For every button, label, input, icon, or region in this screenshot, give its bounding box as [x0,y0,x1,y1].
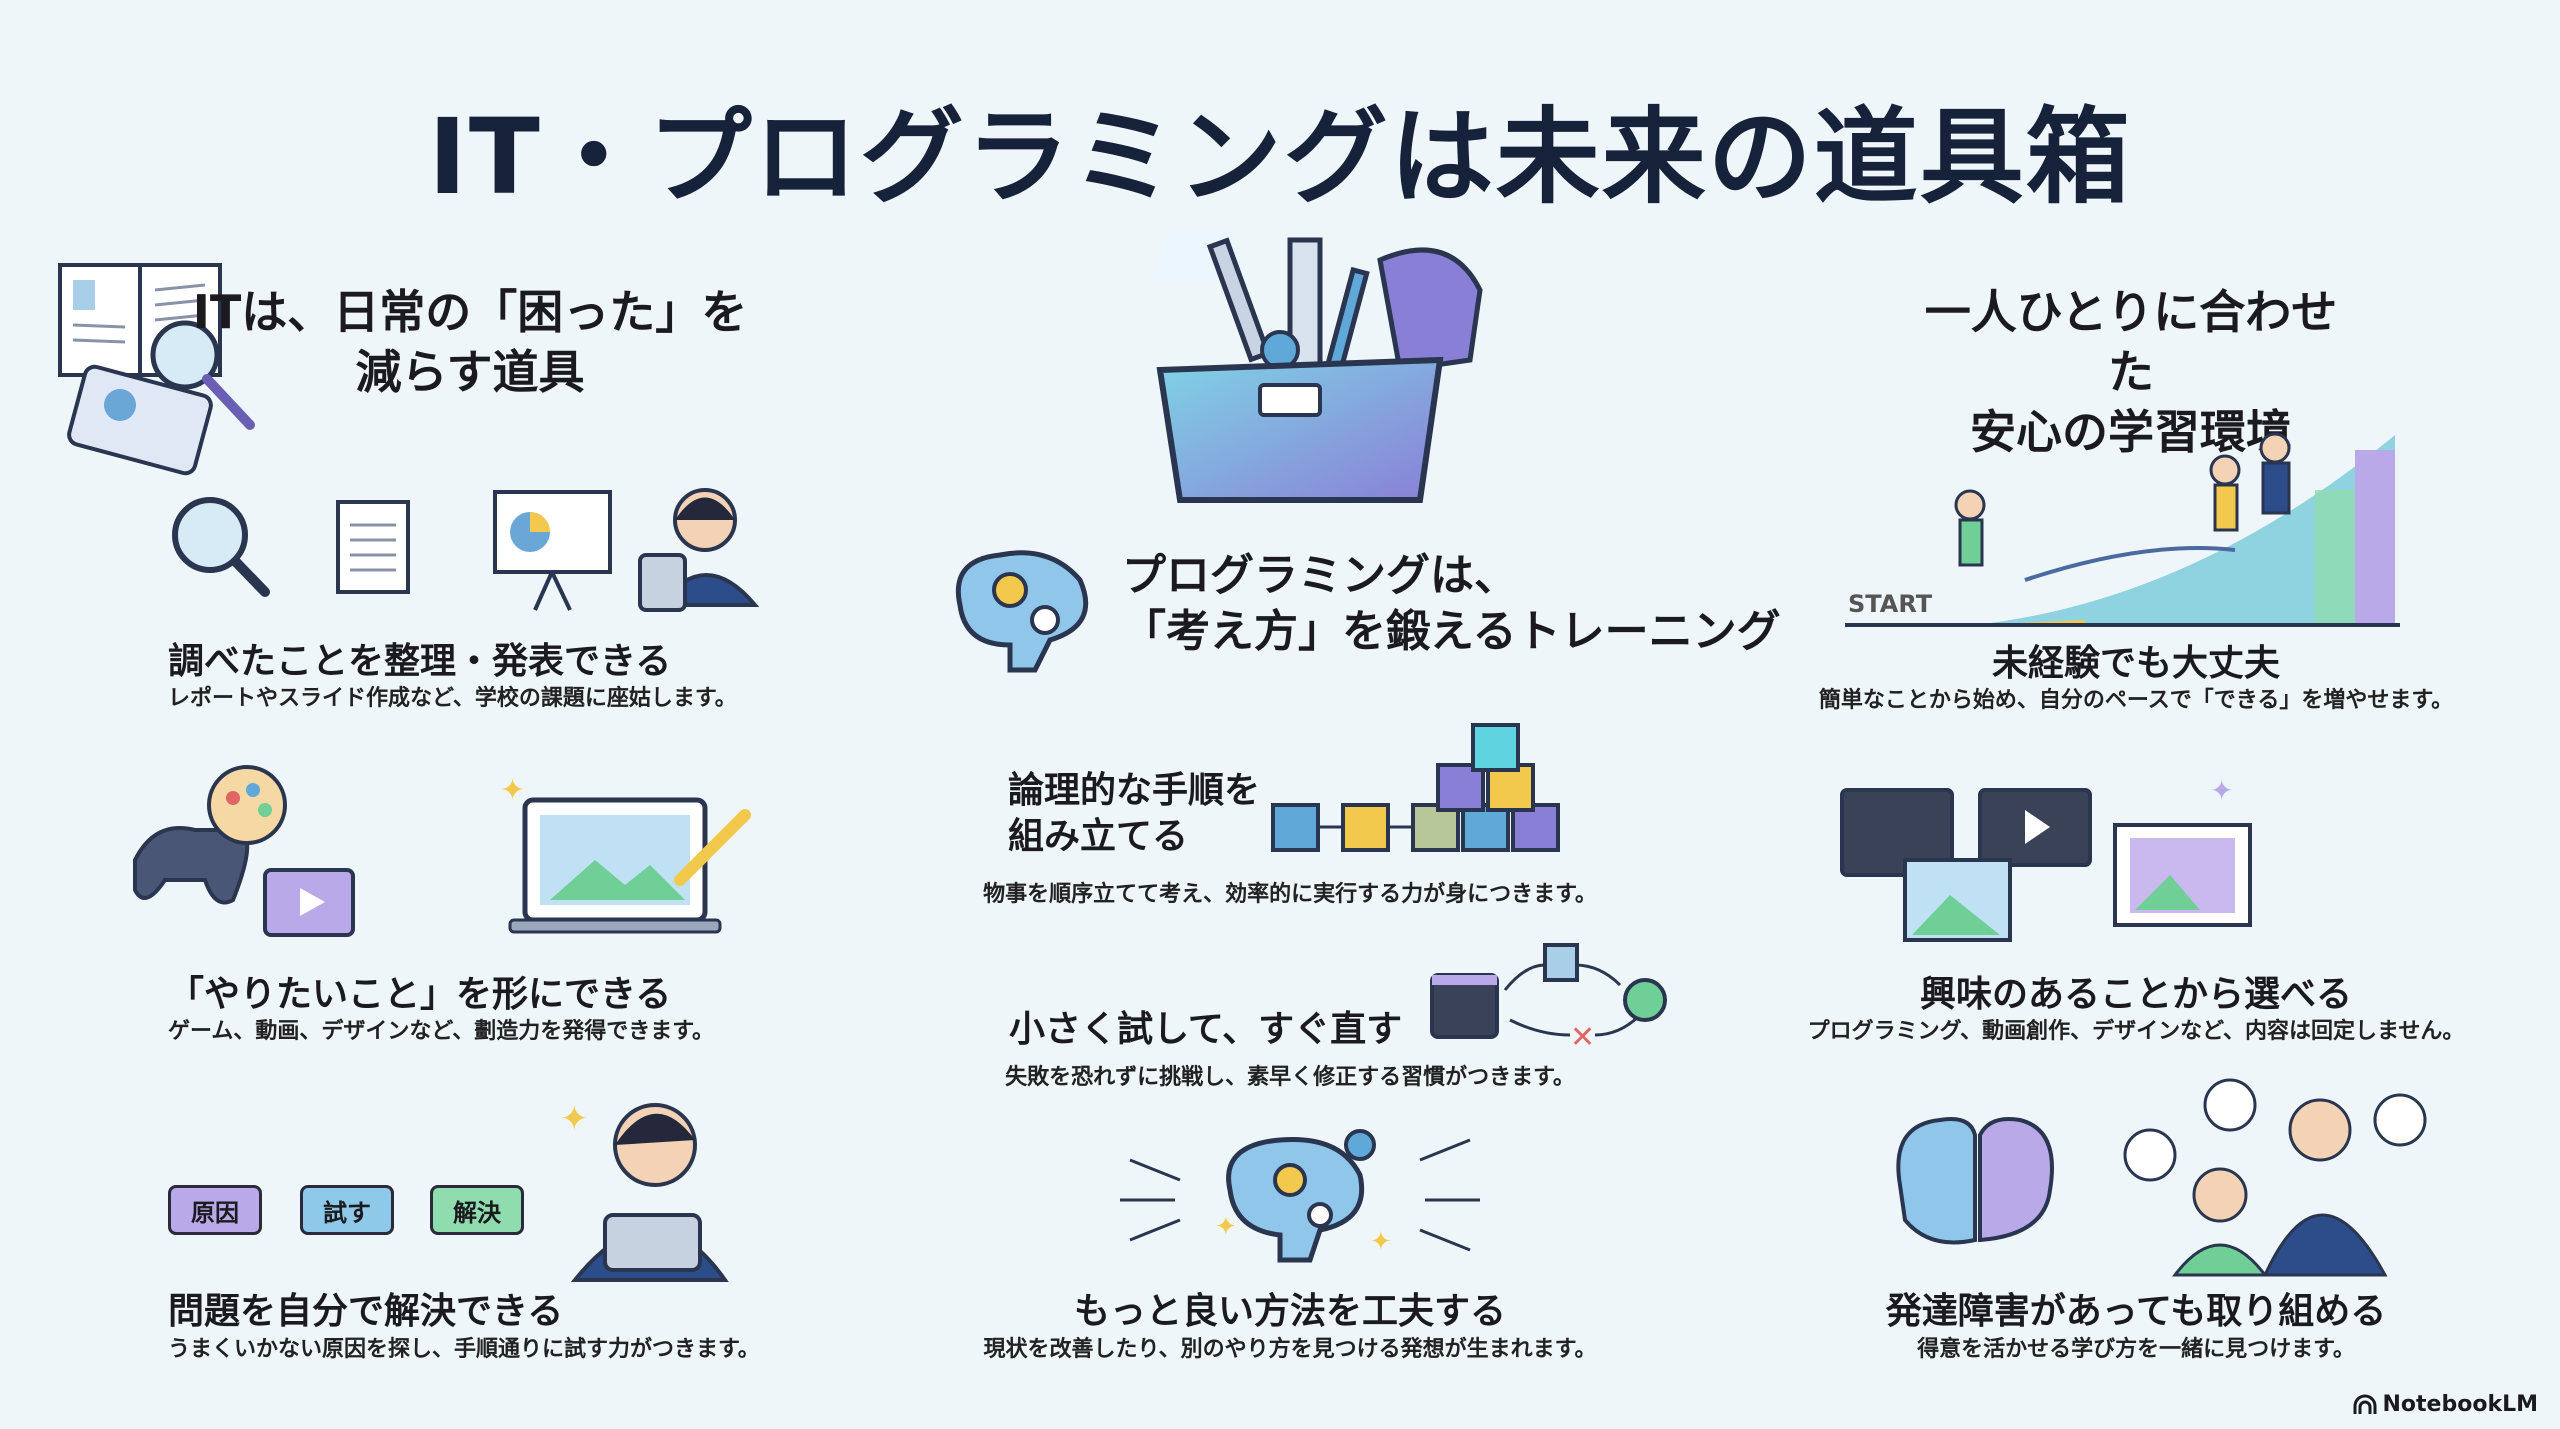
right-header-line-2: 安心の学習環境 [1970,405,2292,459]
right-item-1-desc: 簡単なことから始め、自分のペースで「できる」を増やせます。 [1818,688,2454,713]
left-header-line-1: ITは、日常の「困った」を [192,285,748,339]
svg-text:✦: ✦ [1370,1227,1392,1257]
right-header-line-1: 一人ひとりに合わせた [1924,285,2338,399]
left-item-3-title: 問題を自分で解決できる [168,1291,564,1332]
right-header: 一人ひとりに合わせた 安心の学習環境 [1917,282,2346,462]
left-item-1-title: 調べたことを整理・発表できる [168,641,672,682]
building-blocks-illustration [1271,723,1560,852]
center-header: プログラミングは、 「考え方」を鍛えるトレーニング [1122,548,1781,660]
progress-staircase-illustration [1845,432,2400,627]
toolbox-illustration [1150,230,1483,503]
page-title: IT・プログラミングは未来の道具箱 [428,96,2132,218]
teacher-child-brain-illustration [1896,1078,2427,1277]
left-item-2-desc: ゲーム、動画、デザインなど、劃造力を発得できます。 [168,1019,715,1044]
left-item-3-desc: うまくいかない原因を探し、手順通りに試す力がつきます。 [168,1337,760,1362]
media-windows-illustration: ✦ [1840,774,2252,942]
notebooklm-brand: NotebookLM [2353,1392,2538,1417]
svg-text:✕: ✕ [1570,1020,1595,1055]
center-item-2-title: 小さく試して、すぐ直す [1009,1009,1403,1050]
center-header-line-1: プログラミングは、 [1122,550,1518,601]
right-item-1-title: 未経験でも大丈夫 [1991,643,2281,684]
brain-gears-icon [955,550,1089,673]
book-magnifier-tablet-illustration [58,263,255,476]
center-item-1-title-line-1: 論理的な手順を [1008,770,1261,811]
left-item-2-title: 「やりたいこと」を形にできる [168,974,672,1015]
left-header: ITは、日常の「困った」を 減らす道具 [193,282,748,402]
right-item-3-desc: 得意を活かせる学び方を一緒に見つけます。 [1917,1337,2355,1362]
center-item-1-desc: 物事を順序立てて考え、効率的に実行する力が身につきます。 [983,882,1597,907]
bright-brain-illustration: ✦✦ [1120,1129,1480,1263]
tag-try: 試す [300,1185,394,1235]
start-label: START [1848,590,1933,618]
notebooklm-logo-icon [2353,1394,2377,1414]
center-item-3-desc: 現状を改善したり、別のやり方を見つける発想が生まれます。 [983,1337,1597,1362]
tag-cause: 原因 [168,1185,262,1235]
creative-icons-illustration: ✦ [133,765,751,937]
svg-text:✦: ✦ [560,1099,589,1139]
svg-text:✦: ✦ [1215,1212,1237,1242]
svg-text:✦: ✦ [500,773,525,808]
center-item-3-title: もっと良い方法を工夫する [1073,1291,1507,1332]
right-item-2-title: 興味のあることから選べる [1919,974,2353,1015]
right-item-3-title: 発達障害があっても取り組める [1885,1291,2387,1332]
student-with-tablet-illustration: ✦ [560,1099,729,1282]
left-item-1-desc: レポートやスライド作成など、学校の課題に座姑します。 [168,686,737,711]
center-header-line-2: 「考え方」を鍛えるトレーニング [1122,606,1781,657]
brand-label: NotebookLM [2382,1392,2538,1417]
right-item-2-desc: プログラミング、動画創作、デザインなど、内容は回定しません。 [1807,1019,2465,1044]
center-item-1-title: 論理的な手順を 組み立てる [1008,768,1260,860]
tag-solve: 解決 [430,1185,524,1235]
svg-text:✦: ✦ [2210,774,2233,807]
left-header-line-2: 減らす道具 [355,345,585,399]
center-item-2-desc: 失敗を恐れずに挑戦し、素早く修正する習慣がつきます。 [1005,1065,1575,1090]
research-icons-illustration [172,488,760,612]
center-item-1-title-line-2: 組み立てる [1008,816,1189,857]
code-fix-cycle-illustration: ✕ [1430,943,1667,1055]
